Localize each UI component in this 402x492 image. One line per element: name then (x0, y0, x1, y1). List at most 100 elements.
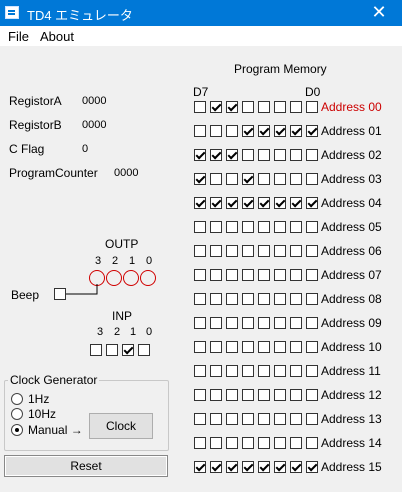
memory-bit-checkbox[interactable] (194, 293, 206, 305)
memory-bit-checkbox[interactable] (226, 437, 238, 449)
memory-bit-checkbox[interactable] (226, 293, 238, 305)
memory-bit-checkbox[interactable] (210, 245, 222, 257)
memory-bit-checkbox[interactable] (306, 317, 318, 329)
memory-bit-checkbox[interactable] (290, 365, 302, 377)
radio-10hz[interactable] (11, 408, 23, 420)
radio-manual[interactable] (11, 424, 23, 436)
memory-bit-checkbox[interactable] (194, 197, 206, 209)
memory-bit-checkbox[interactable] (274, 293, 286, 305)
memory-bit-checkbox[interactable] (258, 437, 270, 449)
memory-bit-checkbox[interactable] (242, 149, 254, 161)
memory-bit-checkbox[interactable] (290, 317, 302, 329)
memory-bit-checkbox[interactable] (290, 221, 302, 233)
memory-bit-checkbox[interactable] (210, 341, 222, 353)
memory-bit-checkbox[interactable] (306, 221, 318, 233)
memory-bit-checkbox[interactable] (274, 317, 286, 329)
memory-bit-checkbox[interactable] (306, 341, 318, 353)
memory-bit-checkbox[interactable] (274, 269, 286, 281)
memory-bit-checkbox[interactable] (226, 365, 238, 377)
memory-bit-checkbox[interactable] (258, 389, 270, 401)
memory-bit-checkbox[interactable] (290, 101, 302, 113)
memory-bit-checkbox[interactable] (274, 461, 286, 473)
memory-bit-checkbox[interactable] (274, 365, 286, 377)
title-bar[interactable]: TD4 エミュレータ ✕ (0, 0, 402, 26)
radio-1hz[interactable] (11, 393, 23, 405)
memory-bit-checkbox[interactable] (274, 221, 286, 233)
memory-bit-checkbox[interactable] (210, 293, 222, 305)
memory-bit-checkbox[interactable] (306, 365, 318, 377)
memory-bit-checkbox[interactable] (210, 389, 222, 401)
memory-bit-checkbox[interactable] (258, 461, 270, 473)
memory-bit-checkbox[interactable] (290, 197, 302, 209)
memory-bit-checkbox[interactable] (274, 173, 286, 185)
memory-bit-checkbox[interactable] (274, 125, 286, 137)
memory-bit-checkbox[interactable] (274, 197, 286, 209)
memory-bit-checkbox[interactable] (226, 389, 238, 401)
memory-bit-checkbox[interactable] (242, 413, 254, 425)
memory-bit-checkbox[interactable] (194, 149, 206, 161)
memory-bit-checkbox[interactable] (290, 269, 302, 281)
memory-bit-checkbox[interactable] (306, 101, 318, 113)
memory-bit-checkbox[interactable] (306, 389, 318, 401)
close-button[interactable]: ✕ (371, 2, 387, 22)
memory-bit-checkbox[interactable] (258, 245, 270, 257)
memory-bit-checkbox[interactable] (306, 461, 318, 473)
memory-bit-checkbox[interactable] (210, 461, 222, 473)
memory-bit-checkbox[interactable] (194, 341, 206, 353)
memory-bit-checkbox[interactable] (258, 413, 270, 425)
memory-bit-checkbox[interactable] (194, 413, 206, 425)
memory-bit-checkbox[interactable] (210, 125, 222, 137)
memory-bit-checkbox[interactable] (226, 125, 238, 137)
memory-bit-checkbox[interactable] (194, 365, 206, 377)
memory-bit-checkbox[interactable] (274, 245, 286, 257)
memory-bit-checkbox[interactable] (194, 269, 206, 281)
memory-bit-checkbox[interactable] (306, 269, 318, 281)
memory-bit-checkbox[interactable] (210, 221, 222, 233)
memory-bit-checkbox[interactable] (258, 365, 270, 377)
memory-bit-checkbox[interactable] (306, 125, 318, 137)
memory-bit-checkbox[interactable] (210, 437, 222, 449)
memory-bit-checkbox[interactable] (194, 221, 206, 233)
memory-bit-checkbox[interactable] (226, 245, 238, 257)
memory-bit-checkbox[interactable] (290, 437, 302, 449)
memory-bit-checkbox[interactable] (274, 389, 286, 401)
memory-bit-checkbox[interactable] (290, 245, 302, 257)
beep-checkbox[interactable] (54, 288, 66, 300)
memory-bit-checkbox[interactable] (274, 149, 286, 161)
memory-bit-checkbox[interactable] (242, 173, 254, 185)
memory-bit-checkbox[interactable] (210, 365, 222, 377)
memory-bit-checkbox[interactable] (306, 437, 318, 449)
memory-bit-checkbox[interactable] (290, 461, 302, 473)
memory-bit-checkbox[interactable] (290, 173, 302, 185)
memory-bit-checkbox[interactable] (242, 245, 254, 257)
memory-bit-checkbox[interactable] (258, 125, 270, 137)
memory-bit-checkbox[interactable] (242, 341, 254, 353)
memory-bit-checkbox[interactable] (226, 317, 238, 329)
menu-about[interactable]: About (40, 29, 74, 44)
memory-bit-checkbox[interactable] (258, 173, 270, 185)
memory-bit-checkbox[interactable] (226, 173, 238, 185)
memory-bit-checkbox[interactable] (194, 125, 206, 137)
memory-bit-checkbox[interactable] (306, 197, 318, 209)
memory-bit-checkbox[interactable] (258, 197, 270, 209)
memory-bit-checkbox[interactable] (194, 437, 206, 449)
memory-bit-checkbox[interactable] (194, 317, 206, 329)
memory-bit-checkbox[interactable] (306, 293, 318, 305)
memory-bit-checkbox[interactable] (210, 317, 222, 329)
memory-bit-checkbox[interactable] (258, 101, 270, 113)
memory-bit-checkbox[interactable] (306, 149, 318, 161)
clock-button[interactable]: Clock (89, 413, 153, 439)
memory-bit-checkbox[interactable] (290, 125, 302, 137)
memory-bit-checkbox[interactable] (306, 245, 318, 257)
memory-bit-checkbox[interactable] (290, 293, 302, 305)
memory-bit-checkbox[interactable] (274, 437, 286, 449)
memory-bit-checkbox[interactable] (258, 293, 270, 305)
memory-bit-checkbox[interactable] (194, 245, 206, 257)
memory-bit-checkbox[interactable] (242, 221, 254, 233)
memory-bit-checkbox[interactable] (194, 101, 206, 113)
memory-bit-checkbox[interactable] (226, 269, 238, 281)
inp-bit-1-checkbox[interactable] (122, 344, 134, 356)
memory-bit-checkbox[interactable] (258, 149, 270, 161)
memory-bit-checkbox[interactable] (258, 317, 270, 329)
memory-bit-checkbox[interactable] (242, 197, 254, 209)
